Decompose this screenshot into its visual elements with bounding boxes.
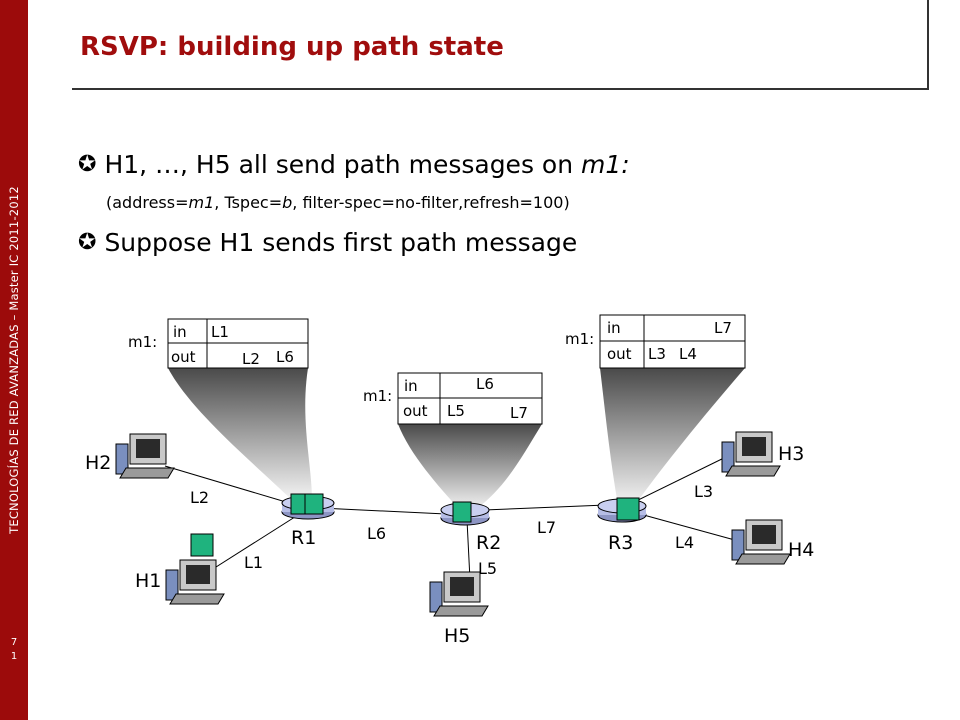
params-c: , Tspec= — [214, 193, 283, 212]
r1-in-value: L1 — [211, 323, 229, 341]
bullet-2: ✪ Suppose H1 sends first path message — [78, 228, 577, 257]
r1-out-value-1: L2 — [242, 350, 260, 368]
label-r2: R2 — [476, 532, 501, 554]
bullet-1-emphasis: m1: — [581, 150, 630, 179]
label-r3: R3 — [608, 532, 633, 554]
label-l2: L2 — [190, 488, 209, 507]
r2-out-value-2: L7 — [510, 404, 528, 422]
page-number: 7 1 — [0, 636, 28, 664]
label-h4: H4 — [788, 539, 814, 561]
r1-out-value-2: L6 — [276, 348, 294, 366]
h1-path-message-packet — [190, 533, 214, 557]
bullet-2-text: Suppose H1 sends first path message — [104, 228, 578, 257]
r2-path-state-table: m1: in L6 out L5 L7 — [363, 372, 543, 425]
label-h5: H5 — [444, 625, 470, 647]
params-a: (address= — [106, 193, 189, 212]
r3-out-value-1: L3 — [648, 345, 666, 363]
label-l1: L1 — [244, 553, 263, 572]
label-h1: H1 — [135, 570, 161, 592]
page-number-bottom: 1 — [10, 651, 18, 662]
label-l7: L7 — [537, 518, 556, 537]
host-h4-computer-icon — [731, 519, 791, 565]
bullet-mark-icon: ✪ — [78, 230, 97, 255]
r1-in-label: in — [173, 323, 187, 341]
label-h3: H3 — [778, 443, 804, 465]
link-l7 — [483, 504, 607, 511]
label-h2: H2 — [85, 452, 111, 474]
r3-out-value-2: L4 — [679, 345, 697, 363]
link-l5 — [466, 519, 471, 581]
path-message-params: (address=m1, Tspec=b, filter-spec=no-fil… — [106, 193, 570, 212]
link-l4 — [639, 513, 743, 543]
sidebar: TECNOLOGÍAS DE RED AVANZADAS – Master IC… — [0, 0, 28, 720]
link-l2 — [164, 465, 297, 506]
r3-out-label: out — [607, 345, 632, 363]
params-b: m1 — [188, 193, 215, 212]
link-l6 — [319, 507, 447, 515]
host-h5-computer-icon — [429, 571, 489, 617]
host-h3-computer-icon — [721, 431, 781, 477]
r2-table-label: m1: — [363, 387, 392, 405]
link-l1 — [204, 514, 299, 575]
params-e: , filter-spec=no-filter,refresh=100) — [292, 193, 570, 212]
label-r1: R1 — [291, 527, 316, 549]
link-l3 — [633, 454, 731, 503]
router-r1 — [281, 493, 335, 520]
params-d: b — [282, 193, 293, 212]
bullet-1: ✪ H1, …, H5 all send path messages on m1… — [78, 150, 630, 179]
r3-table-cone — [600, 368, 745, 505]
r2-out-label: out — [403, 402, 428, 420]
router-r3 — [597, 497, 647, 523]
r3-in-value: L7 — [714, 319, 732, 337]
label-l4: L4 — [675, 533, 694, 552]
host-h2-computer-icon — [115, 433, 175, 479]
label-l6: L6 — [367, 524, 386, 543]
r2-in-label: in — [404, 377, 418, 395]
label-l5: L5 — [478, 559, 497, 578]
title-frame — [72, 0, 929, 90]
r2-in-value: L6 — [476, 375, 494, 393]
r1-path-state-table: m1: in L1 out L2 L6 — [128, 318, 309, 369]
r2-out-value-1: L5 — [447, 402, 465, 420]
r1-table-cone — [168, 368, 312, 500]
router-r2 — [440, 501, 490, 526]
r2-table-cone — [398, 424, 542, 510]
label-l3: L3 — [694, 482, 713, 501]
r3-table-label: m1: — [565, 330, 594, 348]
bullet-mark-icon: ✪ — [78, 152, 97, 177]
slide-title: RSVP: building up path state — [80, 32, 504, 62]
host-h1-computer-icon — [165, 559, 225, 605]
r1-out-label: out — [171, 348, 196, 366]
r3-path-state-table: m1: in L7 out L3 L4 — [565, 314, 746, 369]
bullet-1-text: H1, …, H5 all send path messages on — [104, 150, 574, 179]
r1-table-label: m1: — [128, 333, 157, 351]
page-number-top: 7 — [10, 637, 18, 648]
r3-in-label: in — [607, 319, 621, 337]
